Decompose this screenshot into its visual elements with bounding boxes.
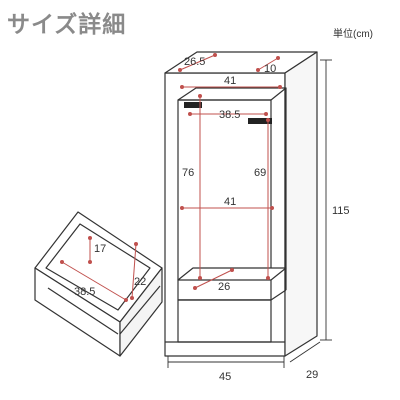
cabinet-drawer	[177, 299, 272, 343]
cabinet-drawing	[164, 51, 318, 357]
lower-shelf	[177, 267, 287, 281]
overall-dimension-lines	[167, 59, 332, 368]
dim-inner-height-left: 76	[182, 167, 194, 179]
dim-rail-width: 38.5	[219, 109, 240, 121]
dim-top-left-depth: 26.5	[184, 56, 205, 68]
dim-top-inner-width: 41	[224, 75, 236, 87]
dim-top-right-depth: 10	[264, 63, 276, 75]
cabinet-side	[284, 51, 318, 357]
rail-holder-left	[184, 102, 202, 108]
unit-label: 単位(cm)	[333, 29, 373, 40]
page-title: サイズ詳細	[7, 11, 127, 37]
rail-holder-right	[248, 118, 272, 124]
cabinet-dimension-lines	[179, 54, 280, 289]
dim-drawer-width: 38.5	[74, 286, 95, 298]
dim-total-width: 45	[219, 371, 231, 383]
dim-middle-width: 41	[224, 196, 236, 208]
dim-total-height: 115	[332, 205, 350, 217]
drawer-dimension-lines	[61, 238, 137, 301]
dim-bottom-depth: 26	[218, 281, 230, 293]
cabinet-dimension-dots	[178, 53, 282, 290]
dim-drawer-height: 17	[94, 243, 106, 255]
dim-drawer-depth: 22	[134, 276, 146, 288]
dim-inner-height-right: 69	[254, 167, 266, 179]
drawer-drawing	[34, 211, 163, 357]
dim-total-depth: 29	[306, 369, 318, 381]
drawer-dimension-dots	[60, 236, 138, 302]
